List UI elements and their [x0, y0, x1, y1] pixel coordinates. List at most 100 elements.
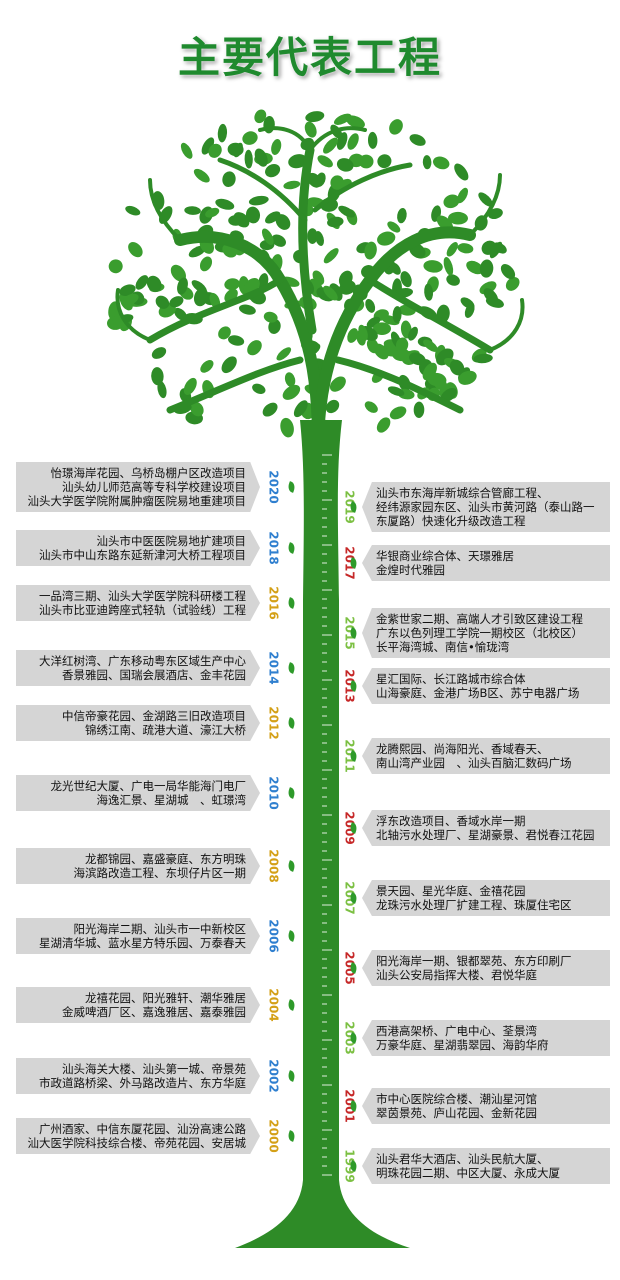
right-project-box: 西港高架桥、广电中心、荃景湾万豪华庭、星湖翡翠园、海韵华府 — [362, 1020, 610, 1056]
tree-trunk — [235, 420, 410, 1248]
tree-branches — [115, 126, 525, 446]
leaf-shape — [457, 187, 469, 204]
project-line: 汕头幼儿师范高等专科学校建设项目 — [62, 480, 246, 494]
leaf-shape — [500, 264, 516, 280]
leaf-shape — [184, 206, 201, 215]
project-line: 浮东改造项目、香域水岸一期 — [376, 814, 526, 828]
leaf-shape — [464, 303, 475, 318]
leaf-shape — [327, 216, 344, 228]
leaf-shape — [200, 360, 214, 373]
project-line: 市中心医院综合楼、潮汕星河馆 — [376, 1092, 537, 1106]
leaf-shape — [333, 113, 352, 125]
leaf-shape — [245, 206, 261, 224]
leaf-shape — [409, 134, 426, 146]
year-label: 2016 — [267, 586, 281, 620]
leaf-shape — [423, 339, 438, 352]
project-line: 汕头市东海岸新城综合管廊工程、 — [376, 486, 549, 500]
leaf-shape — [304, 121, 317, 138]
leaf-shape — [293, 400, 308, 418]
left-project-box: 龙光世纪大厦、广电一局华能海门电厂海逸汇景、星湖城 、虹璟湾 — [16, 775, 260, 811]
project-line: 景天园、星光华庭、金禧花园 — [376, 884, 526, 898]
right-project-box: 汕头君华大酒店、汕头民航大厦、明珠花园二期、中区大厦、永成大厦 — [362, 1148, 610, 1184]
leaf-shape — [347, 328, 359, 343]
project-line: 广东以色列理工学院一期校区（北校区） — [376, 626, 583, 640]
leaf-shape — [312, 270, 325, 285]
leaf-shape — [317, 155, 333, 168]
project-line: 汕头市比亚迪跨座式轻轨（试验线）工程 — [39, 603, 246, 617]
project-line: 明珠花园二期、中区大厦、永成大厦 — [376, 1166, 560, 1180]
right-project-box: 龙腾熙园、尚海阳光、香域春天、南山湾产业园 、汕头百脑汇数码广场 — [362, 738, 610, 774]
leaf-shape — [205, 207, 220, 218]
project-line: 汕头大学医学院附属肿瘤医院易地重建项目 — [27, 494, 247, 508]
leaf-shape — [254, 109, 267, 124]
leaf-shape — [146, 275, 162, 293]
leaf-shape — [423, 260, 443, 273]
leaf-shape — [244, 149, 253, 169]
project-line: 一品湾三期、汕头大学医学院科研楼工程 — [39, 589, 246, 603]
leaf-shape — [392, 306, 402, 324]
leaf-shape — [365, 298, 376, 313]
trunk-ruler-ticks — [322, 454, 332, 1176]
project-line: 西港高架桥、广电中心、荃景湾 — [376, 1024, 537, 1038]
project-line: 海滨路改造工程、东坝仔片区一期 — [73, 866, 247, 880]
leaf-shape — [422, 155, 432, 170]
right-project-box: 汕头市东海岸新城综合管廊工程、经纬源家园东区、汕头市黄河路（泰山路一东厦路）快速… — [362, 482, 610, 532]
right-project-box: 景天园、星光华庭、金禧花园龙珠污水处理厂扩建工程、珠厦住宅区 — [362, 880, 610, 916]
leaf-shape — [261, 228, 274, 245]
leaf-shape — [305, 111, 325, 123]
left-project-box: 中信帝豪花园、金湖路三旧改造项目锦绣江南、疏港大道、濠江大桥 — [16, 705, 260, 741]
leaf-shape — [330, 175, 345, 190]
leaf-shape — [180, 142, 193, 159]
leaf-shape — [280, 417, 294, 438]
project-line: 经纬源家园东区、汕头市黄河路（泰山路一 — [376, 500, 595, 514]
project-line: 万豪华庭、星湖翡翠园、海韵华府 — [376, 1038, 549, 1052]
right-project-box: 浮东改造项目、香域水岸一期北轴污水处理厂、星湖豪景、君悦春江花园 — [362, 810, 610, 846]
project-line: 汕大医学院科技综合楼、帝苑花园、安居城 — [27, 1136, 247, 1150]
project-line: 广州酒家、中信东厦花园、汕汾高速公路 — [39, 1122, 246, 1136]
leaf-shape — [268, 319, 281, 334]
leaf-shape — [215, 198, 235, 210]
leaf-shape — [222, 171, 236, 188]
leaf-shape — [389, 119, 403, 135]
leaf-shape — [122, 293, 139, 306]
project-line: 龙都锦园、嘉盛豪庭、东方明珠 — [85, 852, 246, 866]
leaf-shape — [190, 401, 204, 417]
leaf-shape — [265, 211, 281, 224]
left-project-box: 怡璟海岸花园、乌桥岛棚户区改造项目汕头幼儿师范高等专科学校建设项目汕头大学医学院… — [16, 462, 260, 512]
left-project-box: 龙都锦园、嘉盛豪庭、东方明珠海滨路改造工程、东坝仔片区一期 — [16, 848, 260, 884]
project-line: 阳光海岸一期、银都翠苑、东方印刷厂 — [376, 954, 572, 968]
leaf-shape — [218, 326, 231, 340]
leaf-shape — [199, 256, 213, 272]
project-line: 南山湾产业园 、汕头百脑汇数码广场 — [376, 756, 572, 770]
year-label: 2006 — [267, 919, 281, 953]
leaf-shape — [183, 377, 197, 395]
left-project-box: 广州酒家、中信东厦花园、汕汾高速公路汕大医学院科技综合楼、帝苑花园、安居城 — [16, 1118, 260, 1154]
leaf-shape — [119, 284, 136, 296]
leaf-shape — [505, 276, 520, 291]
project-line: 龙腾熙园、尚海阳光、香域春天、 — [376, 742, 549, 756]
left-project-box: 龙禧花园、阳光雅轩、潮华雅居金威啤酒厂区、嘉逸雅居、嘉泰雅园 — [16, 987, 260, 1023]
leaf-shape — [446, 274, 460, 286]
leaf-shape — [323, 137, 338, 154]
year-label: 2002 — [267, 1059, 281, 1093]
leaf-shape — [221, 356, 237, 374]
leaf-shape — [443, 194, 460, 209]
page-title: 主要代表工程 — [177, 33, 442, 82]
leaf-shape — [448, 211, 468, 225]
left-project-box: 汕头海关大楼、汕头第一城、帝景苑市政道路桥梁、外马路改造片、东方华庭 — [16, 1058, 260, 1094]
project-line: 华银商业综合体、天璟雅居 — [376, 549, 514, 563]
leaf-shape — [254, 148, 268, 167]
leaf-shape — [265, 163, 281, 178]
project-line: 星汇国际、长江路城市综合体 — [376, 672, 526, 686]
left-project-box: 大洋红树湾、广东移动粤东区域生产中心香景雅园、国瑞会展酒店、金丰花园 — [16, 650, 260, 686]
leaf-shape — [323, 285, 338, 301]
project-line: 汕头公安局指挥大楼、君悦华庭 — [376, 968, 537, 982]
leaf-shape — [458, 370, 477, 385]
leaf-shape — [373, 322, 391, 336]
leaf-shape — [338, 205, 355, 218]
leaf-shape — [485, 297, 504, 308]
leaf-shape — [413, 401, 425, 418]
leaf-shape — [155, 295, 170, 309]
leaf-shape — [248, 195, 269, 206]
